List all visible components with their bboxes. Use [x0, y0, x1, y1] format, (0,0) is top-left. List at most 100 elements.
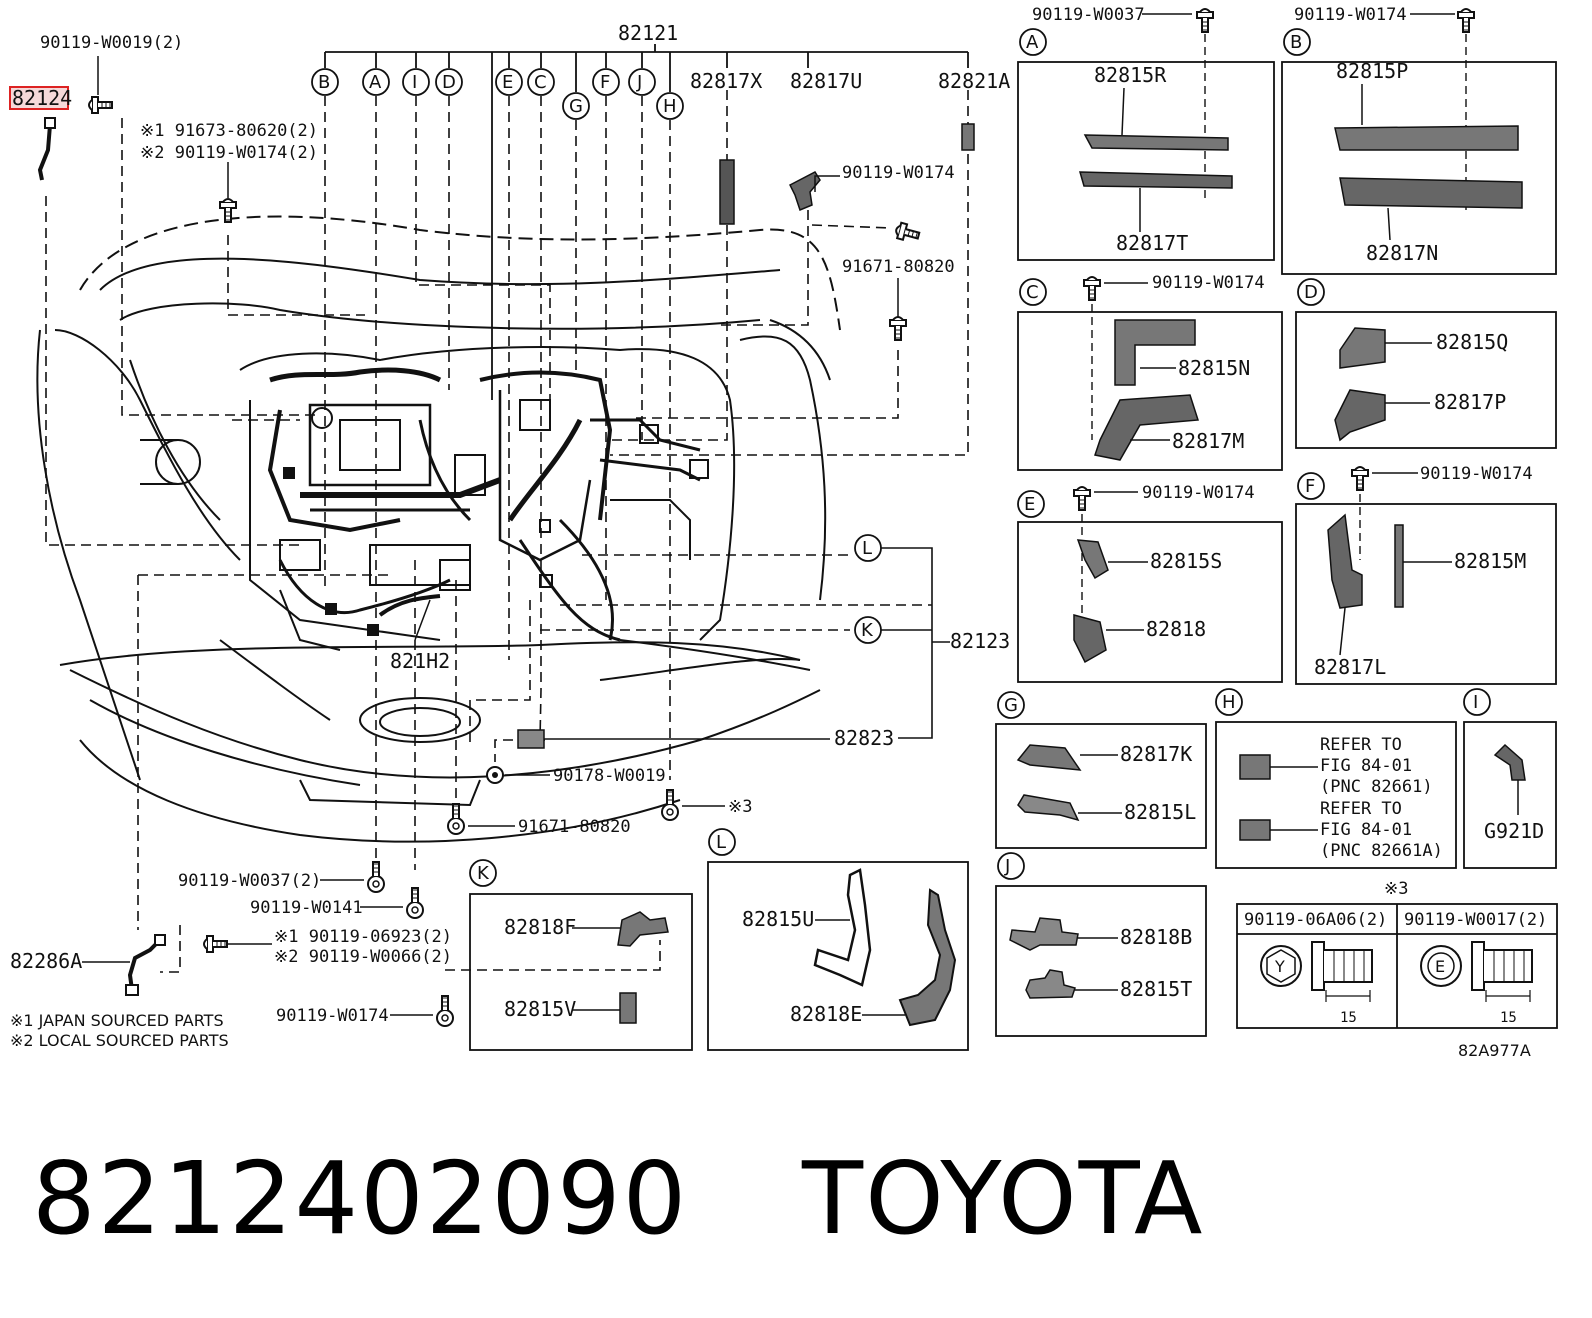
- part-82818[interactable]: 82818: [1146, 617, 1206, 641]
- bolt-icon: [1073, 486, 1091, 511]
- fastener-90119-w0174-bottom[interactable]: 90119-W0174: [276, 1006, 389, 1026]
- part-82821a[interactable]: 82821A: [938, 69, 1010, 93]
- top-circle-b[interactable]: B: [311, 68, 339, 96]
- svg-text:A: A: [369, 72, 382, 93]
- bolt-icon: [447, 803, 465, 835]
- top-circle-c[interactable]: C: [527, 68, 555, 96]
- part-82815u[interactable]: 82815U: [742, 907, 814, 931]
- bolt-icon: [889, 316, 907, 341]
- bottom-brand: TOYOTA: [802, 1140, 1205, 1257]
- part-82817u[interactable]: 82817U: [790, 69, 862, 93]
- part-g921d[interactable]: G921D: [1484, 819, 1544, 843]
- fastener-91671-80820-top[interactable]: 91671-80820: [842, 257, 955, 277]
- part-82818f[interactable]: 82818F: [504, 915, 576, 939]
- top-circle-d[interactable]: D: [435, 68, 463, 96]
- detail-box-h: H REFER TO FIG 84-01 (PNC 82661) REFER T…: [1215, 688, 1457, 869]
- svg-text:A: A: [1026, 32, 1039, 53]
- box-b-bolt[interactable]: 90119-W0174: [1294, 5, 1407, 25]
- top-circle-g[interactable]: G: [562, 92, 590, 120]
- mark-3-label[interactable]: ※3: [728, 797, 752, 817]
- part-82815n[interactable]: 82815N: [1178, 356, 1250, 380]
- part-82815v[interactable]: 82815V: [504, 997, 576, 1021]
- box-h-ref1-line3[interactable]: (PNC 82661): [1320, 777, 1433, 797]
- bolt-icon: [1083, 276, 1101, 301]
- detail-box-g: G 82817K 82815L: [995, 691, 1207, 849]
- part-82286a[interactable]: 82286A: [10, 949, 82, 973]
- box-h-ref2-line3[interactable]: (PNC 82661A): [1320, 841, 1443, 861]
- box-h-ref1-line1: REFER TO: [1320, 735, 1402, 755]
- bottom-part-number: 8212402090: [32, 1140, 689, 1257]
- fastener-90119-w0141[interactable]: 90119-W0141: [250, 898, 363, 918]
- svg-text:C: C: [1026, 282, 1039, 303]
- part-82815m[interactable]: 82815M: [1454, 549, 1526, 573]
- svg-text:G: G: [1004, 695, 1018, 716]
- bolt-icon: [406, 887, 424, 919]
- fastener-90119-06923[interactable]: ※1 90119-06923(2): [274, 927, 452, 947]
- part-82815r[interactable]: 82815R: [1094, 63, 1167, 87]
- note-local-sourced: ※2 LOCAL SOURCED PARTS: [10, 1031, 229, 1050]
- highlight-82124[interactable]: 82124: [9, 86, 72, 110]
- part-82817p[interactable]: 82817P: [1434, 390, 1506, 414]
- top-circle-i[interactable]: I: [402, 68, 430, 96]
- bottom-caption: 8212402090 TOYOTA: [32, 1140, 1204, 1257]
- top-circle-f[interactable]: F: [592, 68, 620, 96]
- box-a-bolt[interactable]: 90119-W0037: [1032, 5, 1145, 25]
- fastener-91673-80620[interactable]: ※1 91673-80620(2): [140, 121, 318, 141]
- bolt-table-col1-code[interactable]: 90119-06A06(2): [1244, 910, 1387, 930]
- leader-lines: [45, 90, 969, 973]
- fastener-90119-w0174-right[interactable]: 90119-W0174: [842, 163, 955, 183]
- part-82817l[interactable]: 82817L: [1314, 655, 1386, 679]
- fastener-91671-80820-bottom[interactable]: 91671-80820: [518, 817, 631, 837]
- part-82815p[interactable]: 82815P: [1336, 59, 1408, 83]
- svg-text:D: D: [1304, 282, 1318, 303]
- group-82121-bracket: [324, 44, 969, 400]
- svg-text:E: E: [502, 72, 513, 93]
- detail-box-d: D 82815Q 82817P: [1295, 278, 1557, 449]
- part-82817k[interactable]: 82817K: [1120, 742, 1192, 766]
- engine-bay-drawing: [36, 215, 841, 843]
- part-82818b[interactable]: 82818B: [1120, 925, 1192, 949]
- bolt-e-dim: 15: [1500, 1010, 1517, 1026]
- part-82815q[interactable]: 82815Q: [1436, 330, 1508, 354]
- svg-text:Y: Y: [1274, 957, 1285, 976]
- fastener-90119-w0019[interactable]: 90119-W0019(2): [40, 33, 183, 53]
- part-82815t[interactable]: 82815T: [1120, 977, 1192, 1001]
- box-f-bolt[interactable]: 90119-W0174: [1420, 464, 1533, 484]
- part-82123[interactable]: 82123: [950, 629, 1010, 653]
- svg-text:F: F: [600, 72, 610, 93]
- group-82121-label: 82121: [618, 21, 678, 45]
- bolt-icon: [893, 220, 922, 245]
- svg-text:B: B: [318, 72, 330, 93]
- bolt-table-col2-code[interactable]: 90119-W0017(2): [1404, 910, 1547, 930]
- fastener-90119-w0037-2[interactable]: 90119-W0037(2): [178, 871, 321, 891]
- fastener-90178-w0019[interactable]: 90178-W0019: [553, 766, 666, 786]
- bolt-spec-table: ※3 90119-06A06(2) 90119-W0017(2) Y 15 E …: [1236, 879, 1558, 1029]
- part-82823[interactable]: 82823: [834, 726, 894, 750]
- svg-text:H: H: [663, 96, 677, 117]
- svg-text:J: J: [1004, 856, 1010, 877]
- part-821h2[interactable]: 821H2: [390, 649, 450, 673]
- part-82818e[interactable]: 82818E: [790, 1002, 862, 1026]
- top-circle-j[interactable]: J: [628, 68, 656, 96]
- box-c-bolt[interactable]: 90119-W0174: [1152, 273, 1265, 293]
- svg-text:L: L: [716, 832, 726, 853]
- bolt-table-mark: ※3: [1384, 879, 1408, 899]
- part-82817n[interactable]: 82817N: [1366, 241, 1438, 265]
- fastener-90119-w0066[interactable]: ※2 90119-W0066(2): [274, 947, 452, 967]
- bolt-icon: [661, 789, 679, 821]
- top-circle-a[interactable]: A: [362, 68, 390, 96]
- box-e-bolt[interactable]: 90119-W0174: [1142, 483, 1255, 503]
- top-circle-e[interactable]: E: [495, 68, 523, 96]
- detail-box-l: L 82815U 82818E: [707, 828, 969, 1051]
- top-circle-h[interactable]: H: [656, 92, 684, 120]
- circle-k-main[interactable]: K: [854, 616, 882, 644]
- detail-box-b: B 90119-W0174 82815P 82817N: [1281, 5, 1557, 275]
- part-82815s[interactable]: 82815S: [1150, 549, 1222, 573]
- part-82815l[interactable]: 82815L: [1124, 800, 1196, 824]
- part-82817m[interactable]: 82817M: [1172, 429, 1244, 453]
- part-82817t[interactable]: 82817T: [1116, 231, 1188, 255]
- svg-text:E: E: [1435, 957, 1445, 976]
- circle-l-main[interactable]: L: [854, 534, 882, 562]
- fastener-90119-w0174-2[interactable]: ※2 90119-W0174(2): [140, 143, 318, 163]
- part-82817x[interactable]: 82817X: [690, 69, 762, 93]
